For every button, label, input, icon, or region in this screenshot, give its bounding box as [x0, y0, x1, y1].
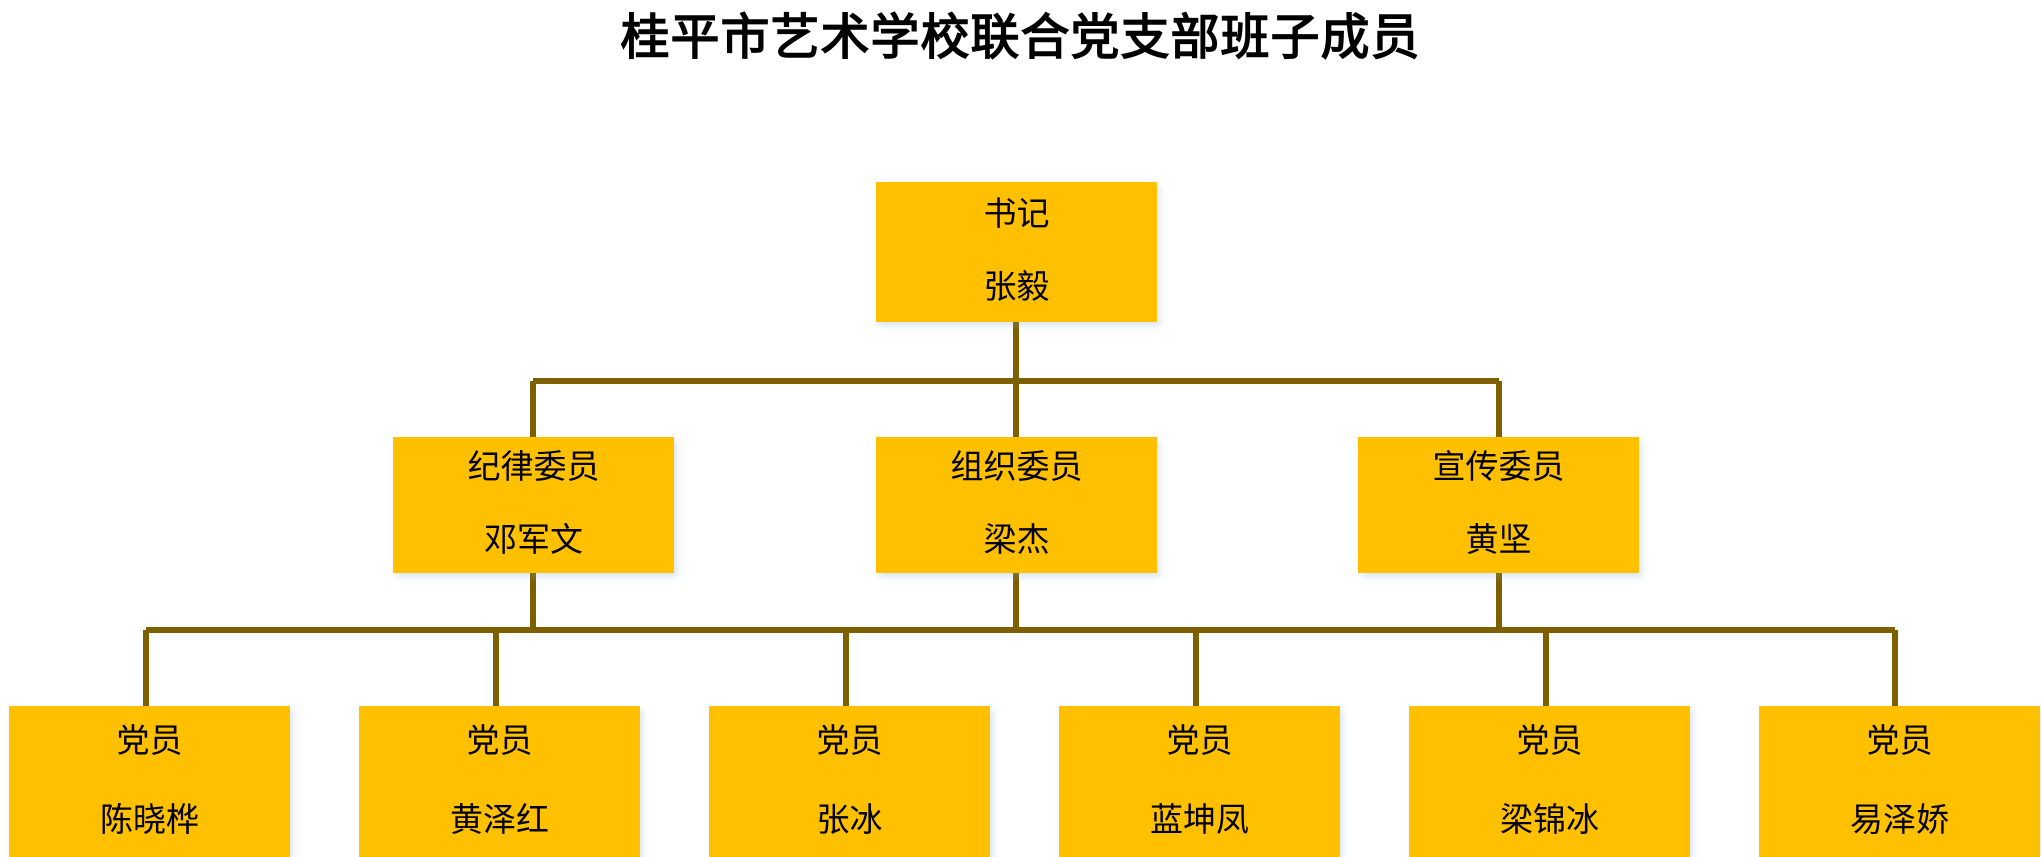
node-person-name: 梁锦冰	[1500, 802, 1599, 839]
node-member-6[interactable]: 党员 易泽娇	[1759, 706, 2040, 857]
node-role-label: 宣传委员	[1432, 450, 1565, 486]
node-person-name: 陈晓桦	[100, 802, 199, 839]
node-person-name: 邓军文	[484, 523, 583, 559]
node-member-2[interactable]: 党员 黄泽红	[359, 706, 640, 857]
node-member-5[interactable]: 党员 梁锦冰	[1409, 706, 1690, 857]
node-organization-committee[interactable]: 组织委员 梁杰	[876, 437, 1157, 573]
node-role-label: 党员	[116, 723, 183, 760]
node-member-4[interactable]: 党员 蓝坤凤	[1059, 706, 1340, 857]
node-discipline-committee[interactable]: 纪律委员 邓军文	[393, 437, 674, 573]
node-role-label: 党员	[1516, 723, 1583, 760]
node-role-label: 党员	[1166, 723, 1233, 760]
node-publicity-committee[interactable]: 宣传委员 黄坚	[1358, 437, 1639, 573]
node-role-label: 党员	[466, 723, 533, 760]
node-member-1[interactable]: 党员 陈晓桦	[9, 706, 290, 857]
node-role-label: 党员	[1866, 723, 1933, 760]
node-person-name: 蓝坤凤	[1150, 802, 1249, 839]
node-person-name: 易泽娇	[1850, 802, 1949, 839]
node-person-name: 张冰	[816, 802, 883, 839]
node-person-name: 梁杰	[983, 523, 1050, 559]
node-person-name: 黄坚	[1465, 523, 1532, 559]
node-secretary[interactable]: 书记 张毅	[876, 182, 1157, 322]
node-person-name: 张毅	[983, 270, 1050, 306]
node-role-label: 书记	[983, 197, 1050, 233]
page-title: 桂平市艺术学校联合党支部班子成员	[620, 11, 1421, 65]
node-person-name: 黄泽红	[450, 802, 549, 839]
node-role-label: 党员	[816, 723, 883, 760]
node-role-label: 纪律委员	[467, 450, 600, 486]
node-member-3[interactable]: 党员 张冰	[709, 706, 990, 857]
node-role-label: 组织委员	[950, 450, 1083, 486]
